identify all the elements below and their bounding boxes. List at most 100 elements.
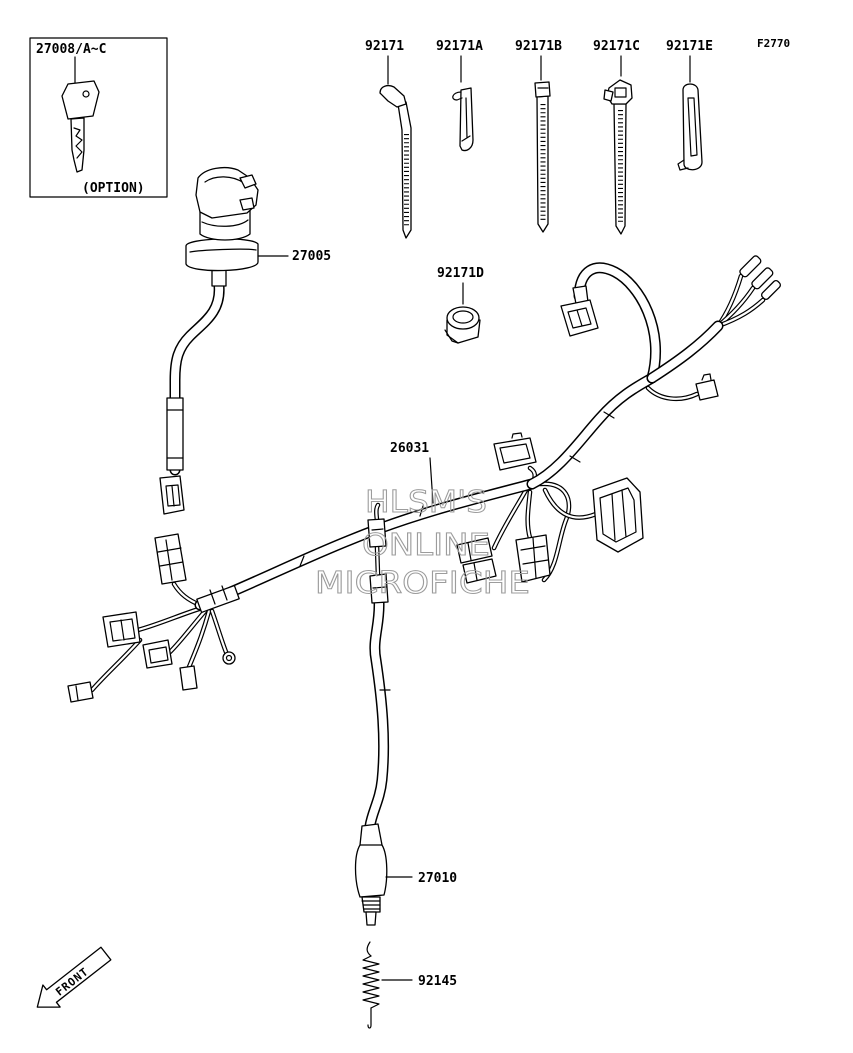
connector-top-right-1 <box>739 255 762 278</box>
connector-left-wide <box>102 611 141 648</box>
connector-inline-1-detail <box>371 528 384 531</box>
spring-tail <box>367 1007 372 1029</box>
clip-d-ring-inner <box>452 310 474 324</box>
clip-a-label: 92171A <box>436 39 483 54</box>
harness-label: 26031 <box>390 441 429 456</box>
clip-d-ring <box>446 306 480 330</box>
strap-c-slot <box>614 87 627 98</box>
key-head <box>61 80 100 120</box>
harness-sleeve-lines <box>209 585 228 605</box>
strap-92171b: 92171B <box>515 39 562 233</box>
spring-coils <box>362 955 380 1009</box>
watermark: HLSM'S ONLINE MICROFICHE <box>315 485 531 602</box>
sensor-label: 27010 <box>418 871 457 886</box>
harness-tape-marks <box>299 411 615 691</box>
switch-collar <box>201 219 249 227</box>
clip-92171d: 92171D <box>437 266 484 344</box>
connector-mid-top-detail <box>499 432 531 464</box>
option-note: (OPTION) <box>82 181 145 196</box>
sensor-27010: 27010 <box>354 823 457 926</box>
switch-knob-lug-bottom <box>239 197 255 211</box>
switch-label: 27005 <box>292 249 331 264</box>
switch-stub <box>211 269 227 287</box>
switch-connector <box>159 475 185 515</box>
connector-left-wide-detail <box>109 618 136 642</box>
spring-top-end <box>366 941 372 957</box>
connector-mid-top <box>493 437 537 471</box>
strap-b-head <box>534 81 551 98</box>
harness-leader <box>429 457 434 504</box>
option-key-box: 27008/A~C (OPTION) <box>29 37 168 198</box>
connector-left-tall-detail <box>157 539 184 581</box>
key-teeth <box>73 127 83 159</box>
watermark-line-3: MICROFICHE <box>315 566 530 601</box>
trunk-right-fill <box>652 326 718 378</box>
sensor-thread-lines <box>361 900 381 910</box>
harness-sleeve-band <box>196 584 240 614</box>
connector-small-branch <box>695 379 719 401</box>
connector-left-mid-detail <box>148 646 169 664</box>
wire-left-6-fill <box>90 638 142 692</box>
connector-top-right-2 <box>751 267 774 290</box>
switch-27005: 27005 <box>159 167 331 515</box>
connector-inline-2-detail <box>372 586 387 589</box>
clip-d-tab <box>444 329 459 344</box>
strap-92171: 92171 <box>365 39 412 239</box>
connector-inline-1 <box>367 518 387 548</box>
connector-mid-left-detail <box>467 542 478 581</box>
connector-block-right-detail <box>599 487 637 543</box>
connector-small-latch <box>701 373 712 381</box>
strap-1-body <box>397 101 412 239</box>
switch-sleeve-bands <box>166 409 184 459</box>
clip-92171a: 92171A <box>436 39 483 152</box>
connector-upper-detail <box>567 307 592 329</box>
clip-92171e: 92171E <box>666 39 713 171</box>
strap-1-label: 92171 <box>365 39 404 54</box>
strap-92171c: 92171C <box>593 39 640 235</box>
connector-mid-left-lower <box>462 558 497 584</box>
sensor-body <box>354 823 388 898</box>
switch-connector-pins <box>165 484 181 507</box>
switch-flange-line <box>189 248 257 253</box>
switch-knob-ridge <box>204 176 245 184</box>
connector-left-end-detail <box>75 685 79 701</box>
watermark-line-1: HLSM'S <box>365 485 487 520</box>
harness-26031: 26031 <box>67 255 782 826</box>
strap-b-label: 92171B <box>515 39 562 54</box>
connector-top-right-3 <box>760 279 782 301</box>
wire-left-5-fill <box>210 609 228 654</box>
key-icon <box>61 80 100 173</box>
strap-c-body <box>613 103 627 235</box>
spring-label: 92145 <box>418 974 457 989</box>
connector-left-small <box>179 665 198 691</box>
strap-1-head <box>379 85 407 108</box>
connector-left-end <box>67 681 94 703</box>
clip-e-slot <box>687 97 698 157</box>
spring-92145: 92145 <box>362 941 457 1029</box>
clip-e-body <box>682 83 703 171</box>
watermark-line-2: ONLINE <box>362 528 490 563</box>
connector-mid-right-detail <box>520 537 549 579</box>
ring-terminal-hole <box>225 654 233 662</box>
clip-e-label: 92171E <box>666 39 713 54</box>
connector-inline-2 <box>369 573 389 604</box>
clip-a-slot <box>461 97 471 142</box>
option-box-frame <box>29 37 168 198</box>
clip-a-hook <box>452 91 463 101</box>
strap-c-tab <box>603 89 614 102</box>
figure-code: F2770 <box>757 37 790 50</box>
clip-d-label: 92171D <box>437 266 484 281</box>
strap-c-label: 92171C <box>593 39 640 54</box>
sensor-tip <box>365 911 377 926</box>
switch-cable-sleeve <box>166 397 184 471</box>
connector-mid-left-upper <box>456 537 493 564</box>
connector-left-tall <box>154 533 187 585</box>
front-arrow: FRONT <box>36 946 112 1008</box>
option-part-number: 27008/A~C <box>36 42 106 57</box>
key-hole <box>82 90 90 98</box>
clip-e-foot <box>677 159 689 171</box>
switch-flange <box>185 238 259 272</box>
front-arrow-icon <box>36 946 112 1008</box>
